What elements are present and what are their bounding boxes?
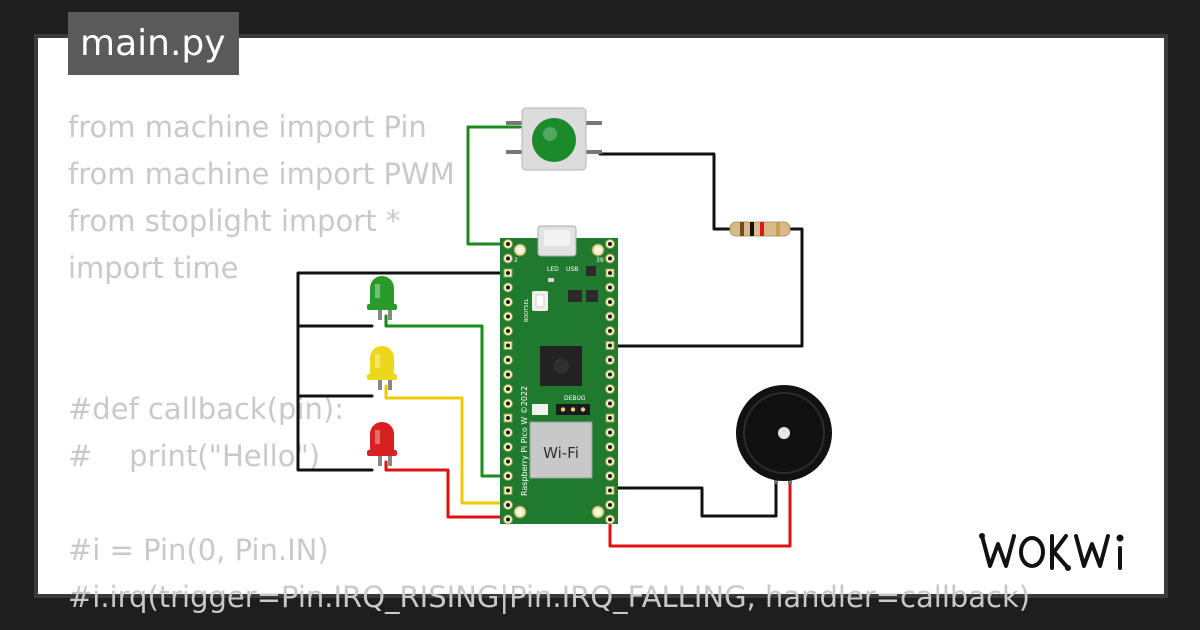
pin-hole-center — [506, 329, 510, 333]
pin-hole-center — [506, 474, 510, 478]
pin-hole-center — [608, 314, 612, 319]
wire-resistor-pico — [608, 227, 804, 348]
pin-hole-center — [608, 242, 612, 246]
pin-hole-center — [506, 416, 510, 420]
code-line: #def callback(pin): — [68, 392, 344, 426]
pin-hole-center — [608, 517, 612, 522]
pin-hole-center — [608, 459, 612, 464]
wire-buzzer-signal — [608, 480, 792, 548]
pin-hole-center — [506, 372, 510, 377]
pin-hole-center — [506, 343, 510, 348]
code-line: import time — [68, 251, 239, 285]
pin-hole-center — [608, 285, 612, 290]
onboard-led — [548, 278, 554, 282]
pin-hole-center — [506, 387, 510, 391]
pico-w-board: 2 39 LED USB BOOTSEL Raspberry Pi Pico W… — [500, 225, 618, 525]
resistor — [729, 221, 791, 237]
wire-buzzer-gnd — [608, 480, 778, 518]
pin-hole-center — [506, 401, 510, 406]
pin-label-first: 2 — [514, 257, 518, 264]
pin-hole-center — [608, 300, 612, 304]
board-name: Raspberry Pi Pico W ©2022 — [520, 386, 529, 496]
code-line: # print("Hello") — [68, 439, 321, 473]
debug-label: DEBUG — [564, 395, 586, 402]
pin-hole-center — [608, 256, 612, 261]
pin-hole-center — [608, 416, 612, 420]
code-background: from machine import Pin from machine impo… — [68, 104, 1030, 621]
led-green[interactable] — [367, 276, 397, 320]
pin-hole-center — [506, 242, 510, 246]
wifi-label: Wi-Fi — [543, 444, 579, 462]
code-line: from machine import Pin — [68, 110, 427, 144]
wire-button-resistor — [598, 152, 732, 231]
pin-hole-center — [506, 517, 510, 522]
pin-hole-center — [608, 503, 612, 507]
pin-hole-center — [608, 358, 612, 362]
pin-header — [503, 239, 615, 525]
pin-hole-center — [608, 329, 612, 333]
wifi-module — [529, 421, 593, 479]
led-red[interactable] — [367, 422, 397, 466]
pin-hole-center — [506, 488, 510, 493]
led-label: LED — [547, 266, 559, 273]
pin-hole-center — [506, 430, 510, 435]
pin-hole-center — [608, 430, 612, 435]
code-line: from machine import PWM — [68, 157, 455, 191]
pin-hole-center — [608, 401, 612, 406]
wire-led-red-pico — [384, 460, 510, 519]
pin-hole-center — [608, 372, 612, 377]
pin-hole-center — [608, 474, 612, 478]
wire-led-yellow-pico — [384, 384, 510, 505]
code-line: #i = Pin(0, Pin.IN) — [68, 533, 329, 567]
buzzer[interactable] — [736, 385, 832, 484]
pin-hole-center — [608, 387, 612, 391]
pin-hole-center — [506, 314, 510, 319]
button-cap[interactable] — [532, 118, 576, 162]
filename-tab[interactable]: main.py — [68, 12, 239, 75]
code-line: from stoplight import * — [68, 204, 401, 238]
pin-hole-center — [506, 271, 510, 275]
code-line: #i.irq(trigger=Pin.IRQ_RISING|Pin.IRQ_FA… — [68, 580, 1031, 614]
pin-hole-center — [608, 445, 612, 449]
pin-hole-center — [506, 256, 510, 261]
usb-label: USB — [566, 266, 578, 273]
pin-hole-center — [506, 358, 510, 362]
wire-ground-bus — [296, 271, 510, 472]
wokwi-logo — [979, 533, 1124, 571]
pin-hole-center — [506, 445, 510, 449]
pin-hole-center — [506, 503, 510, 507]
led-yellow[interactable] — [367, 346, 397, 390]
pin-hole-center — [608, 343, 612, 348]
wire-button-gp2 — [466, 125, 522, 246]
pin-hole-center — [506, 285, 510, 290]
bootsel-label: BOOTSEL — [524, 298, 530, 322]
wire-led-green-pico — [384, 314, 510, 478]
pin-hole-center — [608, 488, 612, 493]
pin-hole-center — [506, 459, 510, 464]
push-button[interactable] — [506, 107, 602, 171]
pin-label-last: 39 — [596, 257, 604, 264]
pin-hole-center — [608, 271, 612, 275]
pin-hole-center — [506, 300, 510, 304]
